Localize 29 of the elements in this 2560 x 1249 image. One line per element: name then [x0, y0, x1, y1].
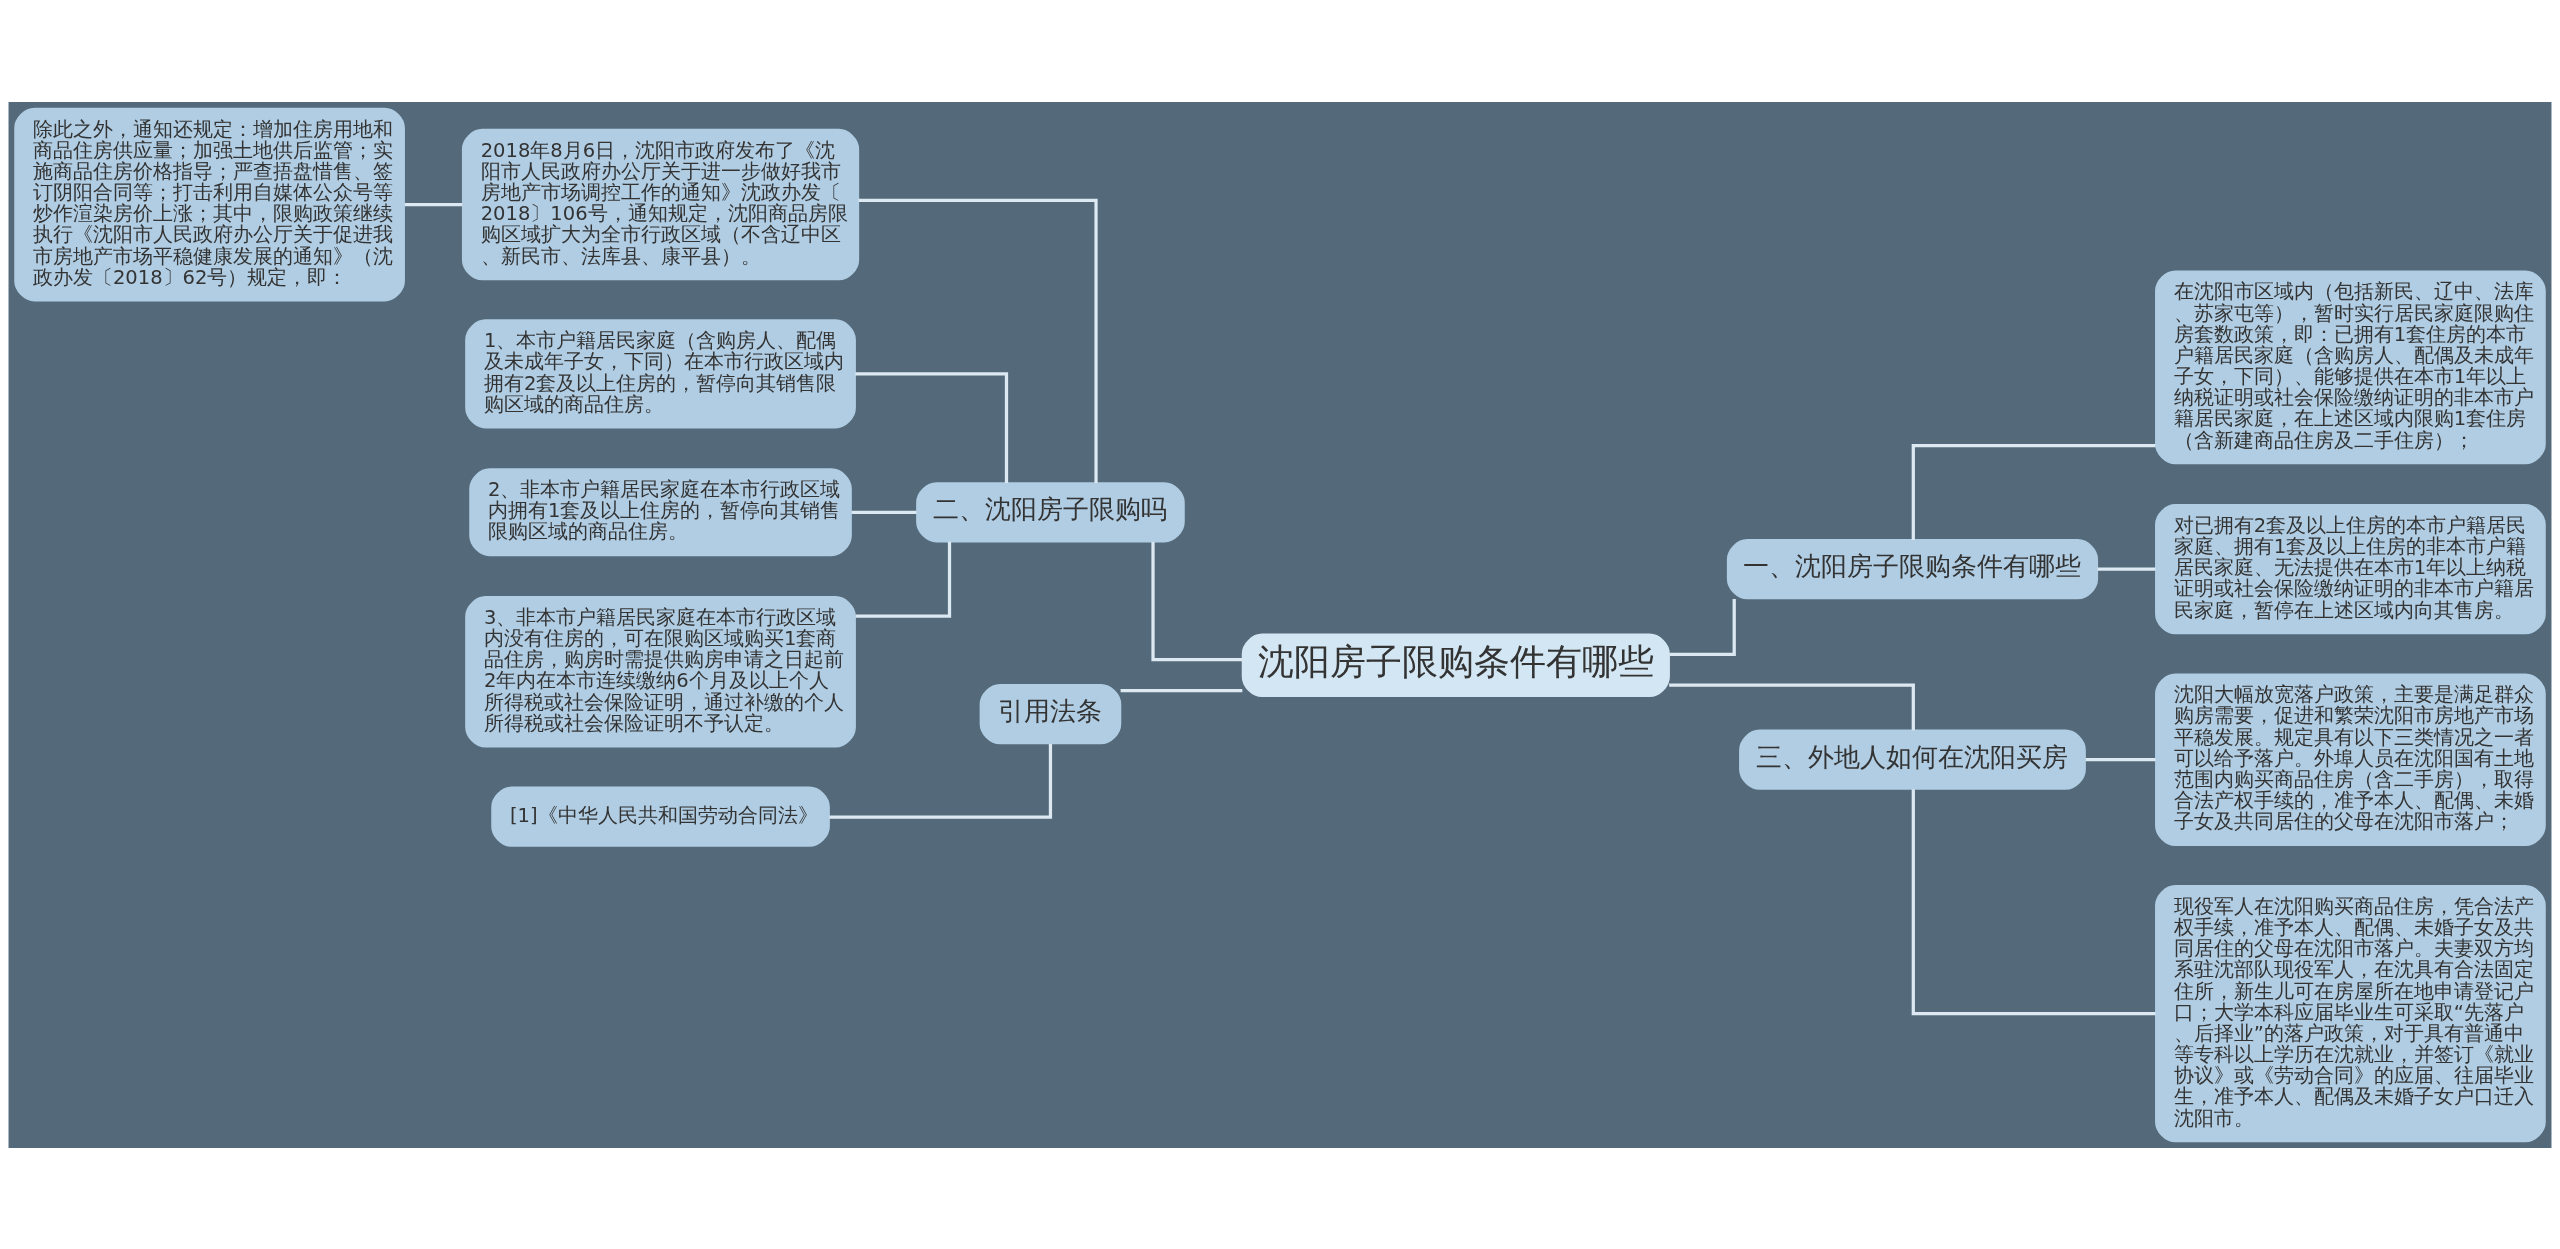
node-box: 3、非本市户籍居民家庭在本市行政区域内没有住房的，可在限购区域购买1套商品住房，购房时需提供购房申请之日起前2年内在本市连续缴纳6个月及以上个人所得税或社会保险证明，通过补缴的个人所得税或社会保险证明不予认定。 — [465, 595, 856, 747]
connector — [829, 743, 1053, 819]
connector — [1669, 683, 1915, 730]
node-box: [1]《中华人民共和国劳动合同法》 — [491, 786, 830, 847]
connector — [1669, 598, 1736, 656]
connector — [2085, 757, 2156, 761]
node-box: 对已拥有2套及以上住房的本市户籍居民家庭、拥有1套及以上住房的非本市户籍居民家庭、无法提供在本市1年以上纳税证明或社会保险缴纳证明的非本市户籍居民家庭，暂停在上述区域内向其售房。 — [2155, 503, 2546, 634]
connector — [858, 198, 1098, 483]
connector — [1911, 443, 2156, 540]
node-box: 二、沈阳房子限购吗 — [916, 481, 1185, 542]
node-box: 现役军人在沈阳购买商品住房，凭合法产权手续，准予本人、配偶、未婚子女及共同居住的父母在沈阳市落户。夫妻双方均系驻沈部队现役军人，在沈具有合法固定住所，新生儿可在房屋所在地申请登记户口；大学本科应届毕业生可采取“先落户、后择业”的落户政策，对于具有普通中等专科以上学历在沈就业，并签订《就业协议》或《劳动合同》的应届、往届毕业生，准予本人、配偶及未婚子女户口迁入沈阳市。 — [2155, 884, 2546, 1142]
node-box: 除此之外，通知还规定：增加住房用地和商品住房供应量；加强土地供后监管；实施商品住房价格指导；严查捂盘惜售、签订阴阳合同等；打击利用自媒体公众号等炒作渲染房价上涨；其中，限购政策继续执行《沈阳市人民政府办公厅关于促进我市房地产市场平稳健康发展的通知》（沈政办发〔2018〕62号）规定，即： — [14, 107, 405, 301]
connector — [1151, 541, 1243, 661]
node-box: 引用法条 — [979, 683, 1122, 744]
connector — [855, 371, 1009, 483]
connector — [404, 202, 463, 206]
node-box: 2、非本市户籍居民家庭在本市行政区域内拥有1套及以上住房的，暂停向其销售限购区域的商品住房。 — [469, 467, 852, 556]
node-box: 三、外地人如何在沈阳买房 — [1739, 729, 2086, 790]
node-box: 在沈阳市区域内（包括新民、辽中、法库、苏家屯等），暂时实行居民家庭限购住房套数政策，即：已拥有1套住房的本市户籍居民家庭（含购房人、配偶及未成年子女，下同）、能够提供在本市1年以上纳税证明或社会保险缴纳证明的非本市户籍居民家庭，在上述区域内限购1套住房（含新建商品住房及二手住房）； — [2155, 270, 2546, 464]
connector — [1911, 788, 2156, 1015]
connector — [855, 541, 952, 618]
node-box: 一、沈阳房子限购条件有哪些 — [1726, 538, 2099, 599]
node-box: 沈阳大幅放宽落户政策，主要是满足群众购房需要，促进和繁荣沈阳市房地产市场平稳发展。规定具有以下三类情况之一者可以给予落户。外埠人员在沈阳国有土地范围内购买商品住房（含二手房），取得合法产权手续的，准予本人、配偶、未婚子女及共同居住的父母在沈阳市落户； — [2155, 672, 2546, 846]
node-box: 2018年8月6日，沈阳市政府发布了《沈阳市人民政府办公厅关于进一步做好我市房地产市场调控工作的通知》沈政办发〔2018〕106号，通知规定，沈阳商品房限购区域扩大为全市行政区域（不含辽中区、新民市、法库县、康平县）。 — [461, 128, 860, 280]
connector — [1120, 688, 1243, 692]
node-box: 1、本市户籍居民家庭（含购房人、配偶及未成年子女，下同）在本市行政区域内拥有2套及以上住房的，暂停向其销售限购区域的商品住房。 — [465, 318, 856, 428]
connector — [851, 510, 917, 514]
node-box: 沈阳房子限购条件有哪些 — [1241, 633, 1670, 697]
connector — [2097, 567, 2156, 571]
